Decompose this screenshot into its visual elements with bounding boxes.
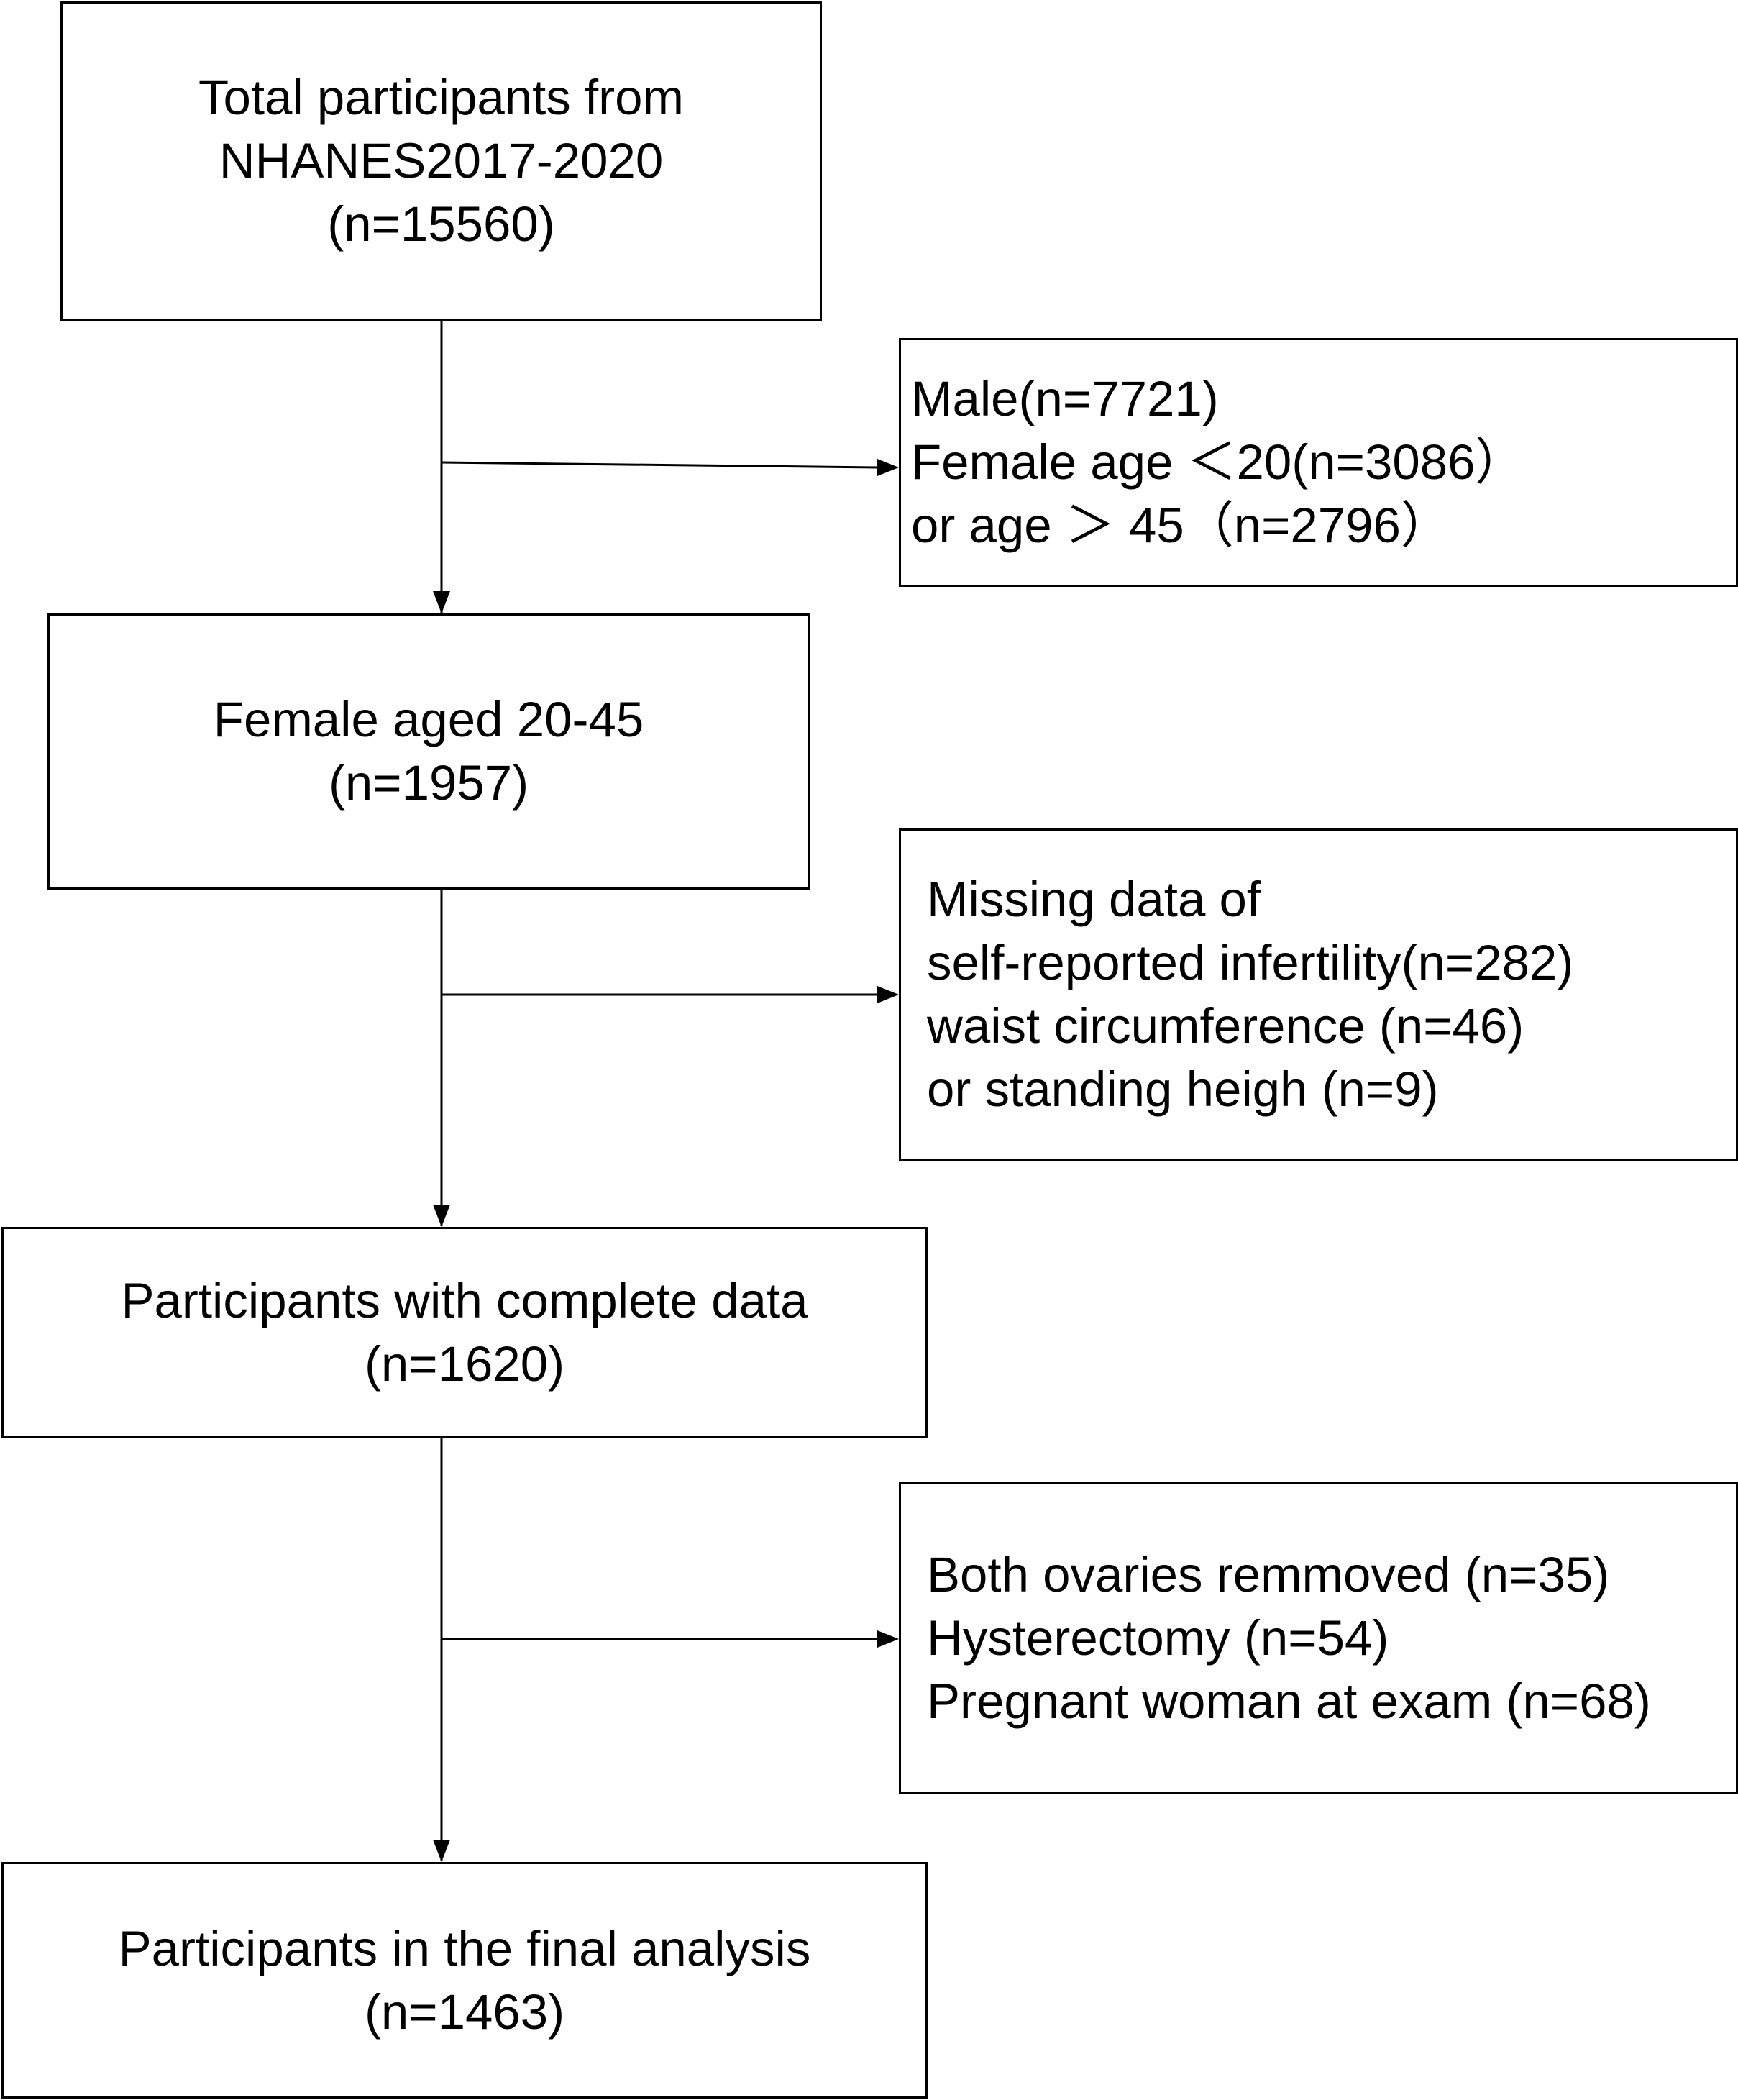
exclusion-3-line-2: Hysterectomy (n=54)	[927, 1610, 1389, 1666]
exclusion-1-line-2: Female age ＜20(n=3086）	[911, 434, 1525, 490]
final-analysis-box: Participants in the final analysis (n=14…	[1, 1862, 928, 2099]
complete-data-line-2: (n=1620)	[364, 1336, 565, 1392]
arrowhead-complete	[433, 1205, 450, 1227]
arrowhead-exclusion-2	[877, 986, 899, 1003]
complete-data-box: Participants with complete data (n=1620)	[1, 1227, 928, 1438]
exclusion-2-line-4: or standing heigh (n=9)	[927, 1062, 1439, 1117]
arrow-to-exclusion-1	[441, 461, 878, 469]
exclusion-box-3: Both ovaries remmoved (n=35) Hysterectom…	[899, 1482, 1738, 1794]
exclusion-box-1: Male(n=7721) Female age ＜20(n=3086） or a…	[899, 338, 1738, 587]
exclusion-2-line-2: self-reported infertility(n=282)	[927, 935, 1574, 990]
exclusion-2-line-3: waist circumference (n=46)	[927, 998, 1524, 1054]
female-aged-line-1: Female aged 20-45	[213, 692, 644, 747]
final-analysis-line-1: Participants in the final analysis	[118, 1920, 811, 1976]
arrowhead-final	[433, 1840, 450, 1862]
arrowhead-female	[433, 591, 450, 613]
female-aged-box: Female aged 20-45 (n=1957)	[47, 613, 810, 890]
arrowhead-exclusion-3	[877, 1630, 899, 1648]
exclusion-2-line-1: Missing data of	[927, 872, 1261, 927]
total-participants-line-1: Total participants from	[198, 70, 684, 125]
arrowhead-exclusion-1	[877, 459, 899, 476]
exclusion-3-line-1: Both ovaries remmoved (n=35)	[927, 1547, 1610, 1602]
total-participants-line-2: NHANES2017-2020	[219, 133, 664, 188]
female-aged-line-2: (n=1957)	[328, 755, 529, 811]
total-participants-line-3: (n=15560)	[327, 196, 555, 252]
final-analysis-line-2: (n=1463)	[364, 1983, 565, 2040]
exclusion-3-line-3: Pregnant woman at exam (n=68)	[927, 1674, 1651, 1729]
exclusion-1-line-3: or age ＞ 45（n=2796）	[911, 498, 1450, 553]
complete-data-line-1: Participants with complete data	[121, 1273, 808, 1328]
total-participants-box: Total participants from NHANES2017-2020 …	[60, 1, 822, 321]
exclusion-1-line-1: Male(n=7721)	[911, 371, 1219, 426]
exclusion-box-2: Missing data of self-reported infertilit…	[899, 828, 1738, 1161]
